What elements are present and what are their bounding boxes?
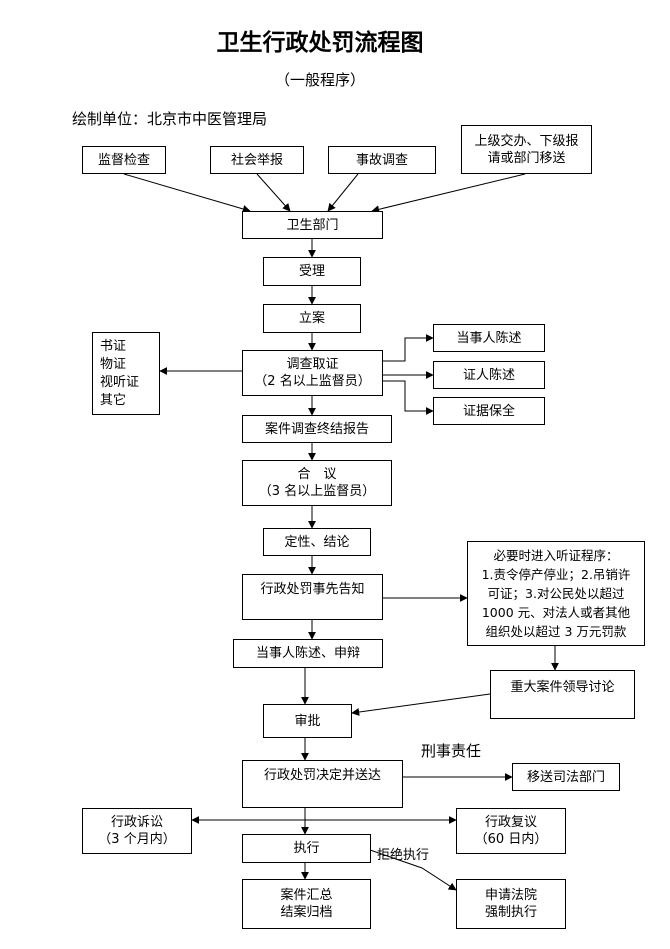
prior-notice-node: 行政处罚事先告知	[242, 574, 383, 620]
approval-node: 审批	[263, 704, 352, 738]
investigation-node: 调查取证 （2 名以上监督员）	[242, 350, 383, 396]
decision-node: 行政处罚决定并送达	[242, 760, 403, 808]
hearing-procedure-node: 必要时进入听证程序： 1.责令停产停业；2.吊销许 可证；3.对公民处以超过 1…	[467, 541, 645, 646]
supervision-node: 监督检查	[82, 146, 166, 174]
litigation-node: 行政诉讼 （3 个月内）	[82, 808, 192, 854]
file-case-node: 立案	[263, 304, 361, 333]
evidence-preservation-node: 证据保全	[433, 397, 545, 425]
major-case-discussion-node: 重大案件领导讨论	[490, 670, 635, 719]
reconsideration-node: 行政复议 （60 日内）	[456, 808, 566, 854]
witness-statement-node: 证人陈述	[433, 361, 545, 389]
accident-investigation-node: 事故调查	[328, 146, 436, 174]
final-report-node: 案件调查终结报告	[242, 415, 392, 443]
archive-node: 案件汇总 结案归档	[242, 879, 371, 929]
criminal-liability-label: 刑事责任	[421, 742, 482, 760]
refuse-execution-label: 拒绝执行	[377, 848, 430, 863]
deliberation-node: 合 议 （3 名以上监督员）	[242, 460, 392, 506]
party-defense-node: 当事人陈述、申辩	[233, 639, 383, 668]
public-report-node: 社会举报	[210, 146, 304, 174]
party-statement-node: 当事人陈述	[433, 324, 545, 352]
health-dept-node: 卫生部门	[242, 211, 383, 239]
execution-node: 执行	[242, 834, 371, 863]
conclusion-node: 定性、结论	[263, 528, 371, 556]
page-subtitle: （一般程序）	[274, 71, 365, 89]
court-enforcement-node: 申请法院 强制执行	[456, 879, 566, 929]
evidence-types-node: 书证 物证 视听证 其它	[92, 332, 160, 415]
accept-node: 受理	[263, 257, 361, 286]
page-title: 卫生行政处罚流程图	[216, 30, 424, 56]
drafting-unit: 绘制单位：北京市中医管理局	[72, 110, 268, 128]
judicial-transfer-node: 移送司法部门	[512, 763, 620, 791]
transfer-node: 上级交办、下级报 请或部门移送	[461, 125, 592, 174]
